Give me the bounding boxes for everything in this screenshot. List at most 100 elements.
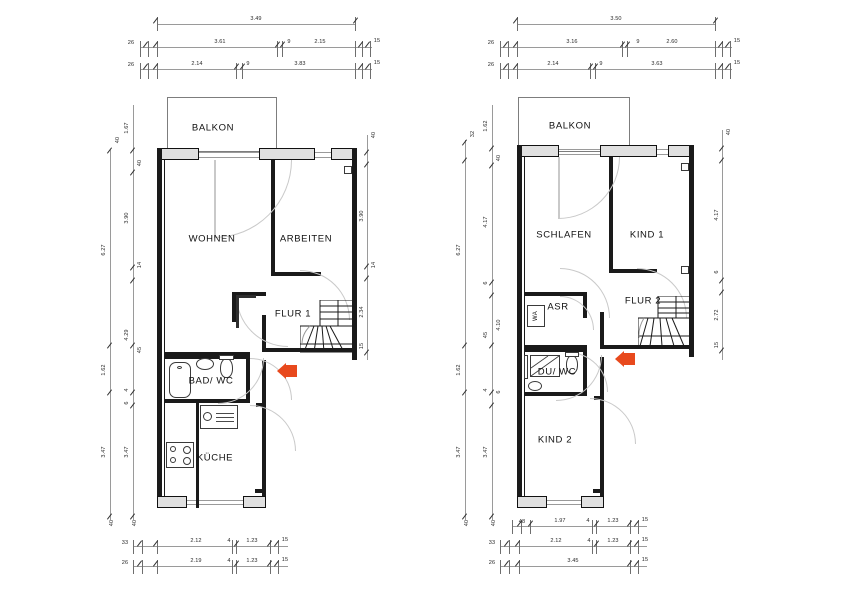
toilet-cistern [219,355,234,360]
toilet-cistern-r [565,352,579,357]
wall-top-left-r [517,145,559,157]
stove-burner [183,457,191,465]
wall-kueche-divider [196,403,199,508]
window-line-r [559,149,600,150]
dim-value: 2.15 [314,39,326,45]
left-plan: 3.49 26 3.61 9 2.15 15 [0,0,420,595]
stove-burner [183,446,191,454]
wall-interior-arbeiten-bottom [271,272,321,276]
wall-nib-corner [255,489,266,493]
wall-right-outer-upper [352,148,357,360]
door-leaf-balkon-r [558,157,560,219]
balcony-outline-r [518,97,630,152]
dim-value: 6.27 [456,244,462,256]
dim-value: 15 [281,557,289,563]
shower-icon [530,355,560,377]
dim-value: 40 [491,519,497,527]
wall-top-mid-r [600,145,657,157]
dim-value: 3.47 [483,446,489,458]
door-leaf-wohnen [236,295,239,328]
dim-value: 9 [287,39,291,45]
wall-interior-wohnen-arbeiten [271,160,275,275]
dim-value: 15 [733,38,741,44]
dim-value: 32 [470,130,476,138]
dim-value: 26 [487,62,495,68]
dim-value: 2.12 [550,538,562,544]
room-label-kind-2: KIND 2 [537,434,573,446]
dim-value: 15 [714,341,720,349]
dim-value: 40 [496,154,502,162]
staircase-r [637,295,695,351]
room-label-bad-wc: BAD/ WC [188,375,234,387]
kitchen-drainboard-line [216,417,234,418]
dim-value: 6 [496,390,502,394]
stove-burner [170,457,176,463]
wall-interior-kind1-bottom [609,269,657,273]
wall-right-outer-upper-r [689,145,694,357]
dim-value: 26 [127,62,135,68]
wall-nib-flur [256,403,266,407]
dim-value: 2.14 [191,61,203,67]
dim-value: 40 [726,128,732,136]
wall-right-jog-r [600,345,694,349]
window-line [315,157,331,158]
wall-asr-top [524,292,587,296]
wall-bottom-right-r [581,496,604,508]
dim-value: 3.49 [250,16,262,22]
staircase-icon [637,295,695,347]
wall-left-outer-r [517,145,522,508]
dim-value: 9 [246,61,250,67]
washing-machine [527,305,545,327]
wall-bad-bottom [164,399,250,403]
room-label-kueche: KÜCHE [196,452,234,464]
room-label-wohnen: WOHNEN [188,233,236,245]
dim-value: 3.47 [456,446,462,458]
wall-right-jog [262,348,357,352]
entrance-arrow-icon [615,351,635,367]
dim-value: 3.61 [214,39,226,45]
kitchen-drainboard-line [216,413,234,414]
dim-value: 15 [373,60,381,66]
dim-value: 4.17 [714,209,720,221]
wall-left-outer-edge [164,160,165,508]
wall-column-lower-r [681,266,689,274]
wall-column-r [681,163,689,171]
wall-flur-left [232,292,236,322]
dim-value: 1.62 [483,120,489,132]
dim-value: 2.12 [190,538,202,544]
dim-value: 15 [641,517,649,523]
dim-value: 1.23 [246,558,258,564]
entry-arrow-left [277,363,297,384]
dim-value: 4 [587,538,591,544]
door-arc-entry-r [556,355,602,401]
room-label-schlafen: SCHLAFEN [536,229,592,241]
entry-arrow-right [615,351,635,372]
label-wa: WA [533,310,539,322]
dim-value: 15 [641,537,649,543]
shower-drain-lines [530,355,560,377]
dim-value: 2.72 [714,309,720,321]
window-line-r [559,154,600,155]
door-arc-kind2 [590,398,636,444]
window-line-r [657,154,668,155]
dim-value: 15 [641,557,649,563]
dim-value: 26 [127,40,135,46]
dim-value: 1.23 [607,518,619,524]
washbasin-r [528,381,542,391]
entrance-arrow-icon [277,363,297,379]
kitchen-drainboard-line [216,421,234,422]
stove-burner [170,446,176,452]
wall-corridor-right-r [600,312,604,348]
room-label-balkon: BALKON [191,122,235,134]
window-line-r [657,149,668,150]
dim-value: 2.60 [666,39,678,45]
dim-value: 4 [586,518,590,524]
dim-value: 2.19 [190,558,202,564]
wall-flur-top [232,292,266,296]
dim-value: 26 [488,560,496,566]
dim-value: 45 [483,331,489,339]
dim-value: 4 [227,558,231,564]
dim-value: 26 [121,560,129,566]
window-line [199,157,259,158]
